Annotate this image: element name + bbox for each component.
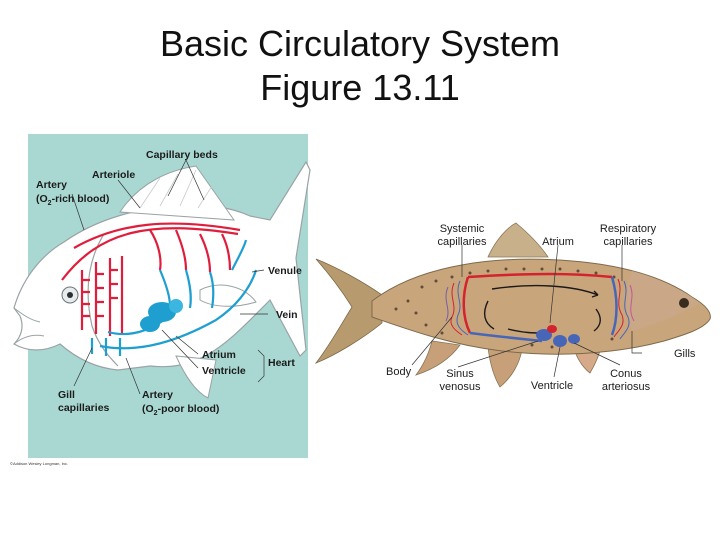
label-respiratory: Respiratory <box>600 223 657 235</box>
label-respiratory-capillaries: capillaries <box>604 236 653 248</box>
label-venule: Venule <box>268 265 302 277</box>
label-gill: Gill <box>58 389 75 401</box>
label-artery-bottom-sub: (O2-poor blood) <box>142 403 219 417</box>
label-artery-top-2: 2 <box>48 200 52 207</box>
label-ventricle-right: Ventricle <box>531 380 573 392</box>
label-conus-arteriosus: arteriosus <box>602 381 651 393</box>
label-conus: Conus <box>610 368 642 380</box>
label-artery-bottom: Artery <box>142 389 173 401</box>
label-artery-top-o: (O <box>36 193 48 205</box>
copyright-text: ©Addison Wesley Longman, Inc. <box>10 461 68 466</box>
label-arteriole: Arteriole <box>92 169 135 181</box>
label-gill-capillaries: capillaries <box>58 402 110 414</box>
label-artery-top-rich: -rich blood) <box>52 193 110 205</box>
label-ventricle: Ventricle <box>202 365 246 377</box>
label-artery-bottom-poor: -poor blood) <box>158 403 220 415</box>
label-body: Body <box>386 366 412 378</box>
label-artery-top-sub: (O2-rich blood) <box>36 193 109 207</box>
label-sinus: Sinus <box>446 368 474 380</box>
title-line-2: Figure 13.11 <box>260 67 460 108</box>
fish-eye-right <box>679 298 689 308</box>
label-systemic-capillaries: capillaries <box>438 236 487 248</box>
respiratory-capillaries <box>613 278 635 340</box>
dorsal-fin <box>119 165 236 221</box>
right-figure-svg: Systemic capillaries Atrium Respiratory … <box>314 222 711 393</box>
label-gills: Gills <box>674 348 696 360</box>
page-title: Basic Circulatory System Figure 13.11 <box>0 22 720 110</box>
label-atrium: Atrium <box>202 349 236 361</box>
label-systemic: Systemic <box>440 223 485 235</box>
fish-tail <box>314 258 383 364</box>
fish-outline-left <box>13 160 311 371</box>
oxygen-rich-vessels <box>61 222 241 336</box>
oxygen-poor-vessels <box>90 239 258 356</box>
pelvic-fin <box>175 355 217 399</box>
heart <box>140 299 183 332</box>
left-figure-svg: Capillary beds Arteriole Artery (O2-rich… <box>10 134 311 466</box>
label-artery-bottom-o: (O <box>142 403 154 415</box>
left-figure: Capillary beds Arteriole Artery (O2-rich… <box>0 130 312 472</box>
label-artery-top: Artery <box>36 179 67 191</box>
title-line-1: Basic Circulatory System <box>159 23 561 64</box>
right-figure: Systemic capillaries Atrium Respiratory … <box>312 205 720 405</box>
heart-right <box>536 325 580 347</box>
label-heart: Heart <box>268 357 295 369</box>
dorsal-fin-right <box>487 222 549 258</box>
label-atrium-right: Atrium <box>542 236 574 248</box>
label-capillary-beds: Capillary beds <box>146 149 218 161</box>
label-artery-bottom-2: 2 <box>154 410 158 417</box>
label-vein: Vein <box>276 309 298 321</box>
label-sinus-venosus: venosus <box>440 381 481 393</box>
